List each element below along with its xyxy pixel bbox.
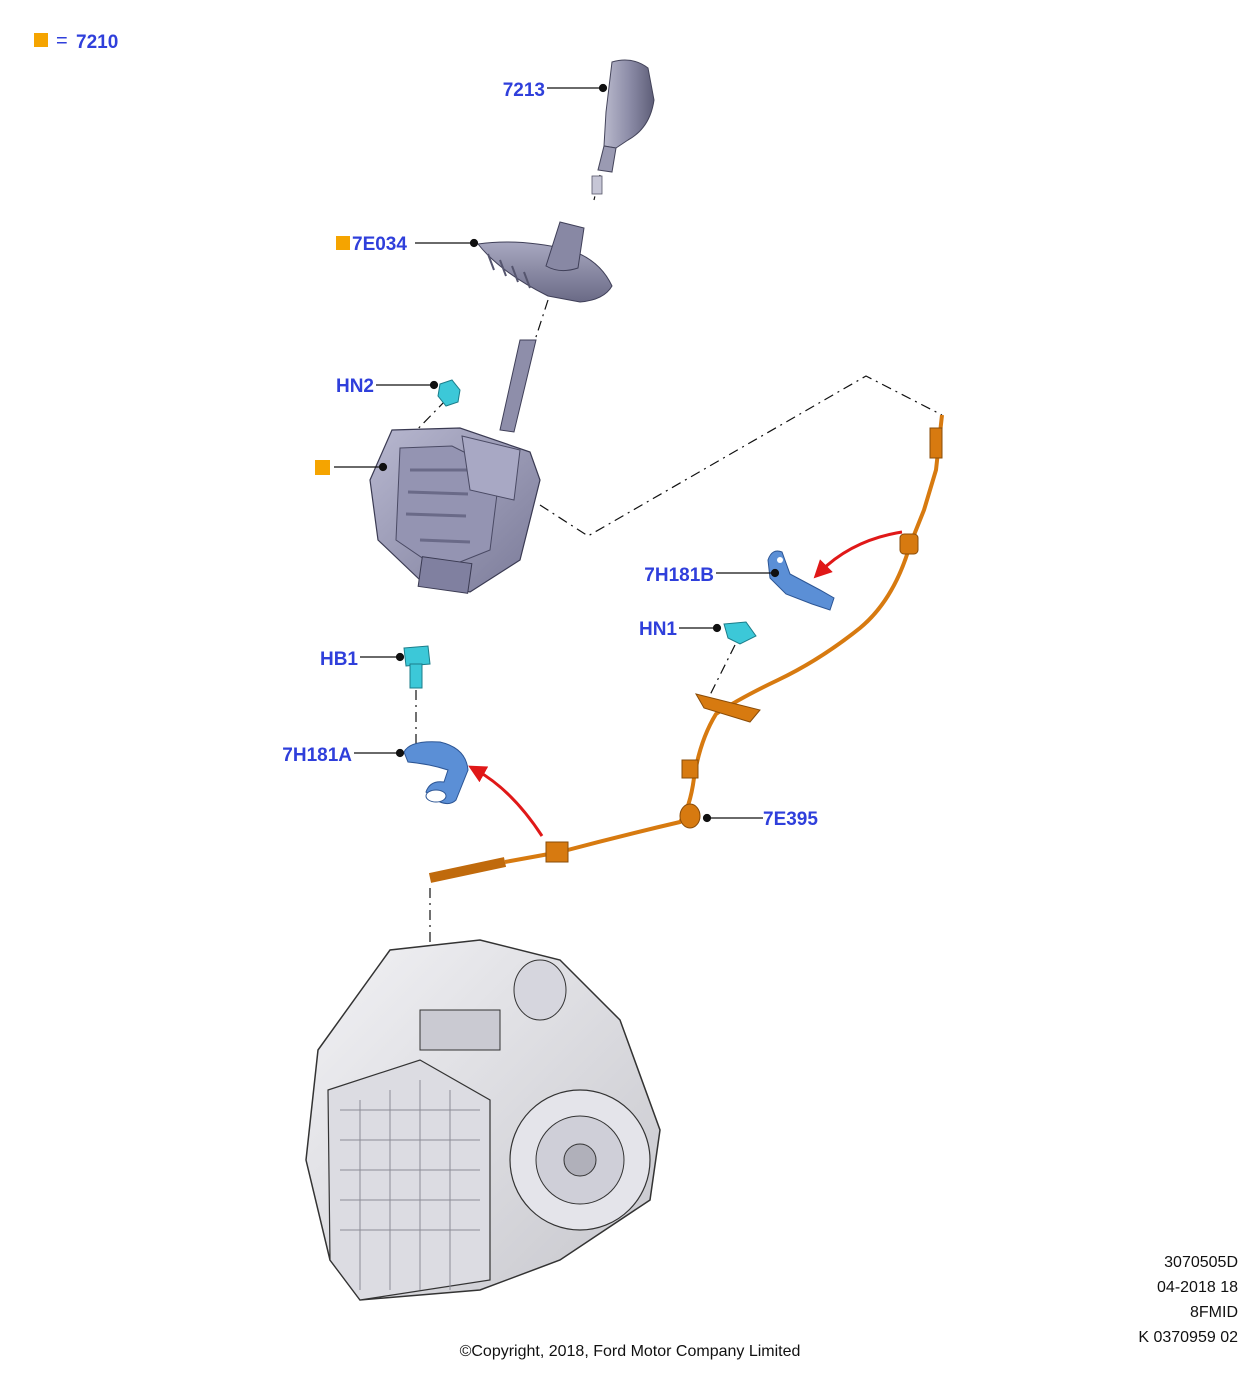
leader-lines: [334, 83, 780, 823]
transmission: [305, 939, 661, 1301]
diagram-date: 04-2018 18: [1157, 1279, 1238, 1296]
gear-knob: [591, 59, 655, 195]
callout-hn2: HN2: [336, 376, 374, 397]
boot-legend-marker-icon: [336, 236, 350, 250]
diagram-model-code: 8FMID: [1190, 1304, 1238, 1321]
legend-equals: =: [56, 30, 68, 52]
diagram-id: 3070505D: [1164, 1254, 1238, 1271]
callout-hn1: HN1: [639, 619, 677, 640]
callout-7213: 7213: [503, 80, 545, 101]
nut-hn1-icon: [723, 621, 757, 645]
callout-7e034: 7E034: [352, 234, 407, 255]
bracket-7h181b: [767, 550, 835, 611]
callout-hb1: HB1: [320, 649, 358, 670]
shifter-assembly: [369, 339, 541, 594]
callout-7h181b: 7H181B: [644, 565, 714, 586]
legend-marker-icon: [34, 33, 48, 47]
copyright-notice: ©Copyright, 2018, Ford Motor Company Lim…: [459, 1343, 801, 1360]
shift-cable: [428, 414, 944, 883]
guide-shifter-to-cable: [539, 375, 943, 537]
legend: = 7210: [34, 30, 118, 53]
shift-boot: [477, 221, 613, 303]
arrow-to-7h181b-icon: [813, 530, 903, 579]
callout-7h181a: 7H181A: [282, 745, 352, 766]
callout-labels: 7213 7E034 HN2 7H181B HN1 HB1 7H181A 7E3…: [282, 80, 818, 830]
arrow-to-7h181a-icon: [468, 765, 544, 837]
install-arrows: [468, 530, 903, 837]
bracket-7h181a: [403, 741, 469, 805]
callout-7e395: 7E395: [763, 809, 818, 830]
legend-code: 7210: [76, 32, 118, 53]
shifter-legend-marker-icon: [315, 460, 330, 475]
guide-lines: [406, 174, 943, 1005]
guide-hn1: [709, 644, 736, 696]
bolt-hb1-icon: [403, 645, 431, 689]
diagram-ref: K 0370959 02: [1138, 1329, 1238, 1346]
guide-boot-to-shifter: [534, 299, 549, 341]
nut-hn2-icon: [437, 379, 461, 407]
